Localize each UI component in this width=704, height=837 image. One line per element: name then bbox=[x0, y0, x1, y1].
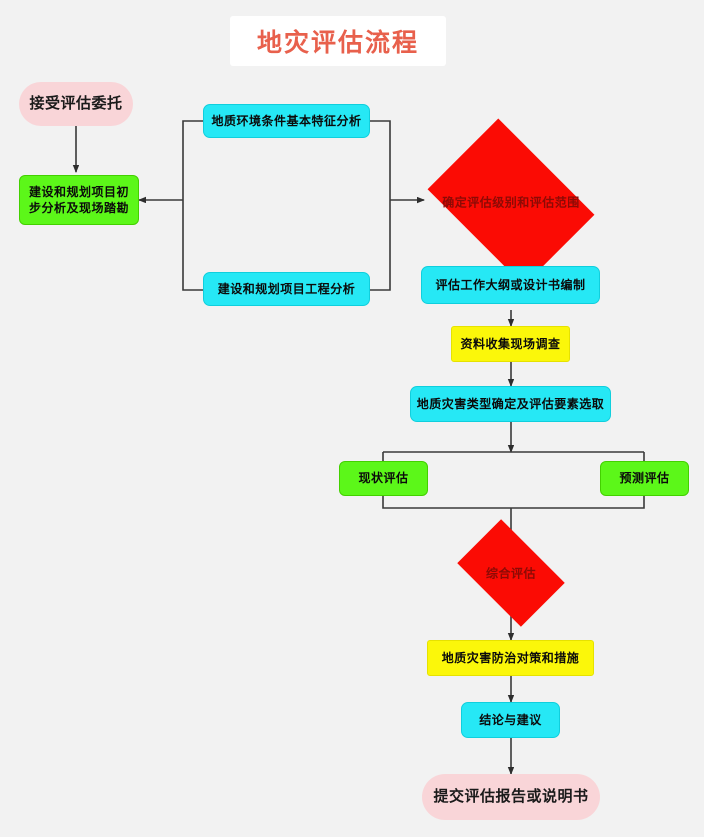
node-conclusion[interactable]: 结论与建议 bbox=[461, 702, 560, 738]
node-work-outline[interactable]: 评估工作大纲或设计书编制 bbox=[421, 266, 600, 304]
node-preliminary-analysis[interactable]: 建设和规划项目初步分析及现场踏勘 bbox=[19, 175, 139, 225]
node-hazard-type[interactable]: 地质灾害类型确定及评估要素选取 bbox=[410, 386, 611, 422]
node-submit-report[interactable]: 提交评估报告或说明书 bbox=[422, 774, 600, 820]
node-prevention-measures[interactable]: 地质灾害防治对策和措施 bbox=[427, 640, 594, 676]
node-start[interactable]: 接受评估委托 bbox=[19, 82, 133, 126]
edge-right-bracket bbox=[368, 120, 391, 291]
node-project-engineering[interactable]: 建设和规划项目工程分析 bbox=[203, 272, 370, 306]
node-predictive-evaluation[interactable]: 预测评估 bbox=[600, 461, 689, 496]
node-comprehensive-evaluation-label: 综合评估 bbox=[485, 566, 537, 581]
node-current-evaluation[interactable]: 现状评估 bbox=[339, 461, 428, 496]
edge-split-bar bbox=[382, 451, 645, 461]
node-geo-environment[interactable]: 地质环境条件基本特征分析 bbox=[203, 104, 370, 138]
node-level-and-scope-label: 确定评估级别和评估范围 bbox=[442, 195, 580, 210]
edge-left-bracket bbox=[182, 120, 205, 291]
node-level-and-scope[interactable]: 确定评估级别和评估范围 bbox=[427, 118, 595, 286]
node-comprehensive-evaluation[interactable]: 综合评估 bbox=[457, 519, 565, 627]
node-field-survey[interactable]: 资料收集现场调查 bbox=[451, 326, 570, 362]
edge-merge-bar bbox=[382, 495, 645, 509]
chart-title: 地灾评估流程 bbox=[230, 16, 446, 66]
